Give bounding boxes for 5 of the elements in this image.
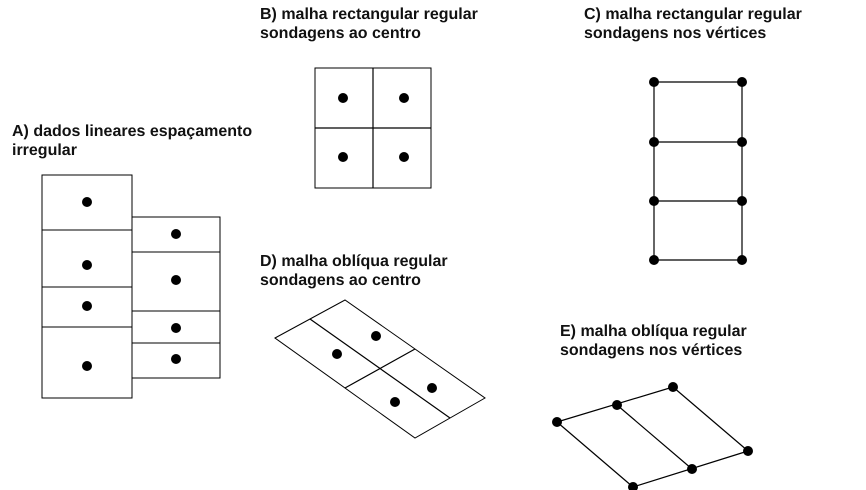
panel-heading: E) malha oblíqua regular sondagens nos vértices bbox=[560, 322, 748, 360]
panel-heading: D) malha oblíqua regular sondagens ao centro bbox=[260, 252, 449, 290]
panel-heading: A) dados lineares espaçamento irregular bbox=[12, 122, 254, 160]
panel-heading: B) malha rectangular regular sondagens ao centro bbox=[260, 5, 479, 43]
panel-heading: C) malha rectangular regular sondagens nos vértices bbox=[584, 5, 803, 43]
